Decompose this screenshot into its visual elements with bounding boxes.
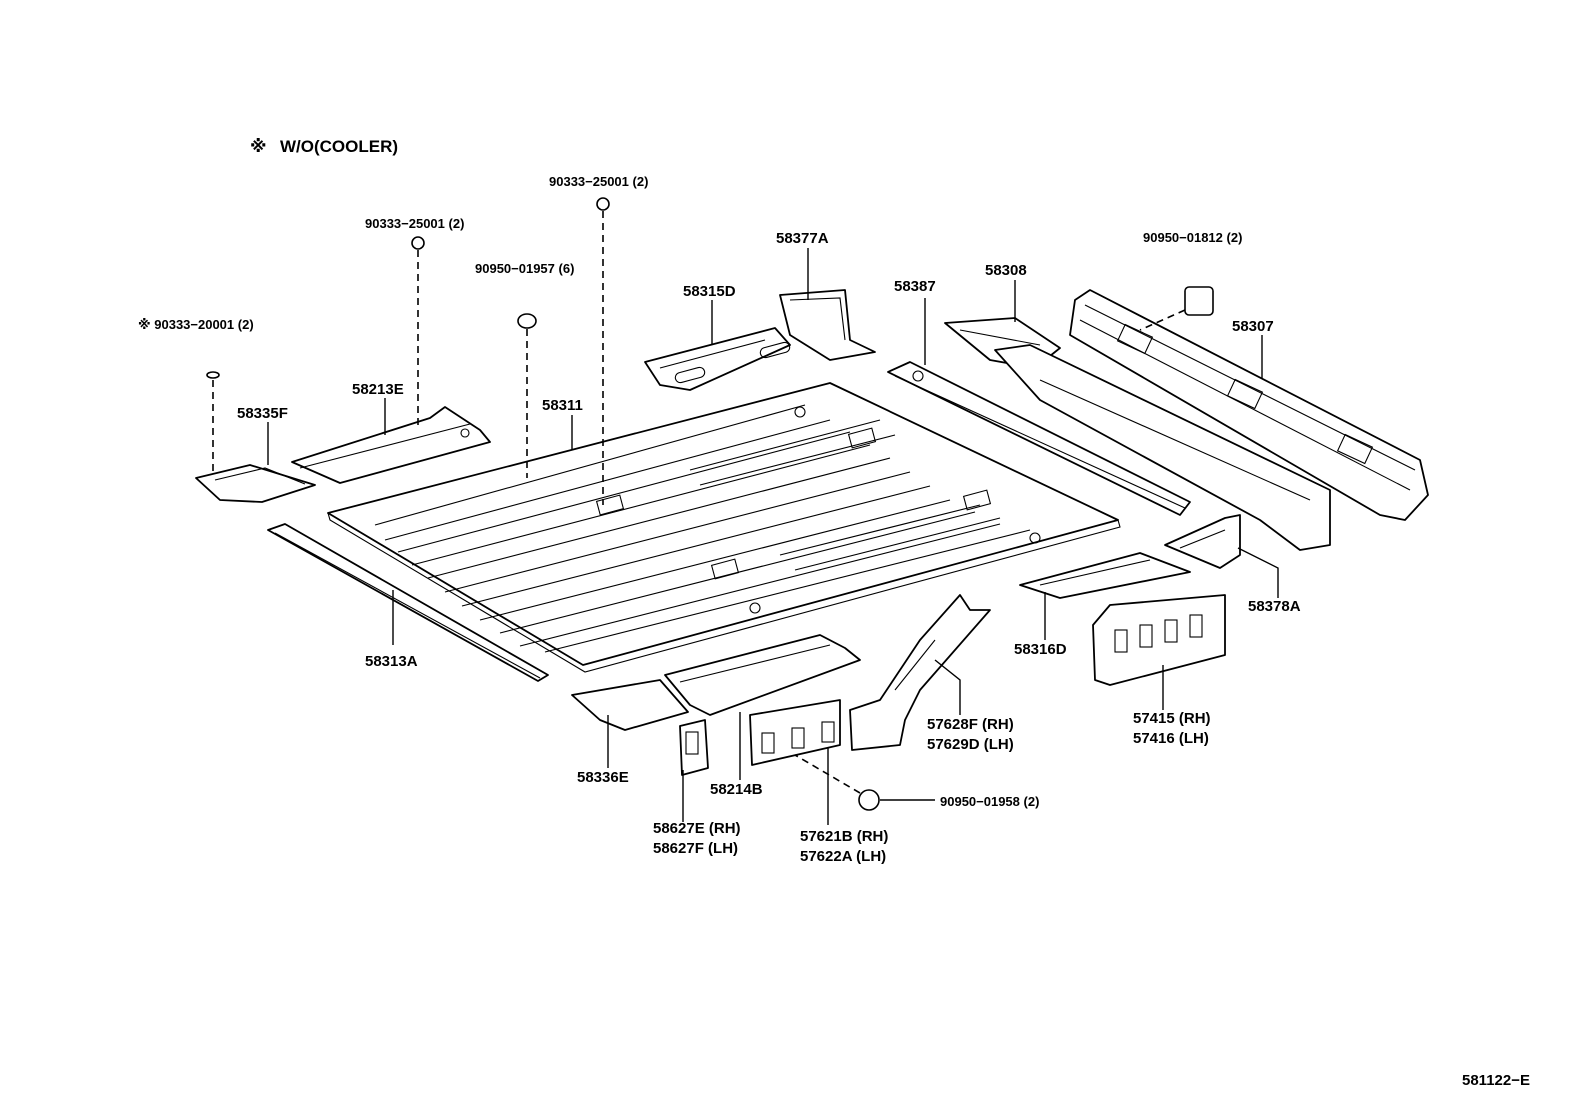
label-58316D: 58316D [1014, 641, 1067, 658]
label-58378A: 58378A [1248, 598, 1301, 615]
label-58377A: 58377A [776, 230, 829, 247]
panel-57415-57416 [1092, 594, 1226, 686]
label-90950-01958: 90950−01958 (2) [940, 794, 1039, 809]
bracket-58213E [291, 406, 491, 484]
label-57415-rh: 57415 (RH) [1133, 710, 1211, 727]
note-symbol: ※ [250, 137, 267, 156]
fastener-90333-25001-a [411, 236, 425, 430]
leader-lines [267, 248, 1279, 825]
note-text: W/O(COOLER) [280, 137, 398, 156]
floor-pan-58311 [327, 382, 1121, 673]
label-57629D-lh: 57629D (LH) [927, 736, 1014, 753]
label-90333-25001-a: 90333−25001 (2) [365, 216, 464, 231]
bracket-58214B [664, 634, 861, 716]
bracket-58377A [779, 289, 876, 361]
label-58307: 58307 [1232, 318, 1274, 335]
side-rail-58307 [1069, 289, 1429, 521]
fastener-90333-20001 [206, 371, 220, 475]
plate-58627 [679, 719, 709, 776]
bracket-58378A [1164, 514, 1241, 569]
crossmember-58387 [887, 361, 1191, 516]
label-90950-01812: 90950−01812 (2) [1143, 230, 1242, 245]
label-58213E: 58213E [352, 381, 404, 398]
fastener-90950-01957 [517, 313, 537, 478]
fastener-90333-25001-b [596, 197, 610, 505]
label-58311: 58311 [542, 397, 583, 414]
rail-58313A [267, 523, 549, 682]
label-57628F-rh: 57628F (RH) [927, 716, 1014, 733]
plate-57621-57622 [749, 699, 841, 766]
label-57416-lh: 57416 (LH) [1133, 730, 1209, 747]
bracket-58335F [195, 464, 316, 503]
label-58315D: 58315D [683, 283, 736, 300]
label-58336E: 58336E [577, 769, 629, 786]
bracket-58336E [571, 679, 689, 731]
label-58627E-rh: 58627E (RH) [653, 820, 741, 837]
label-57621B-rh: 57621B (RH) [800, 828, 888, 845]
label-58313A: 58313A [365, 653, 418, 670]
label-58627F-lh: 58627F (LH) [653, 840, 738, 857]
label-90333-25001-b: 90333−25001 (2) [549, 174, 648, 189]
label-58335F: 58335F [237, 405, 288, 422]
panel-57628F-57629D [849, 594, 991, 751]
inner-rail [994, 344, 1331, 551]
label-58387: 58387 [894, 278, 936, 295]
bracket-58315D [644, 327, 791, 391]
fastener-90950-01812 [1139, 286, 1214, 331]
label-90333-20001: ※ 90333−20001 (2) [138, 317, 254, 332]
label-58214B: 58214B [710, 781, 763, 798]
fastener-90950-01958 [794, 754, 880, 811]
label-57622A-lh: 57622A (LH) [800, 848, 886, 865]
label-90950-01957: 90950−01957 (6) [475, 261, 574, 276]
bracket-58316D [1019, 552, 1191, 599]
label-58308: 58308 [985, 262, 1027, 279]
figure-code: 581122−E [1462, 1072, 1530, 1089]
